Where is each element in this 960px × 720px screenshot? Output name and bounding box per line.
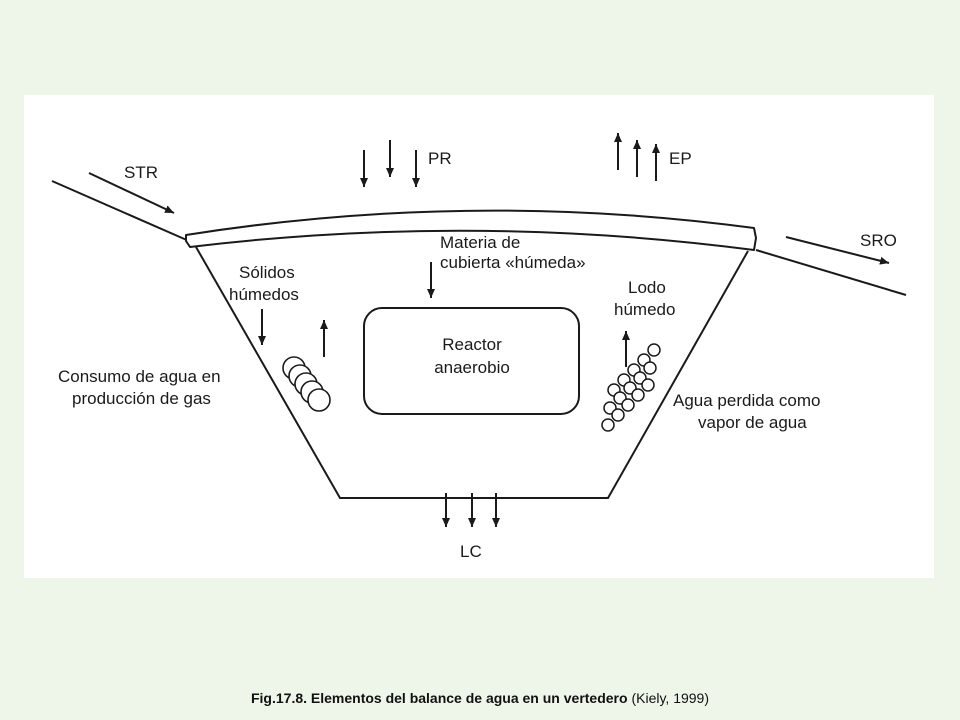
- str-arrow: [88, 172, 175, 214]
- reactor-label-line1: Reactor: [442, 335, 502, 354]
- ep-label: EP: [669, 149, 692, 168]
- cover-label-line1: Materia de: [440, 233, 520, 252]
- cover-label-line2: cubierta «húmeda»: [440, 253, 586, 272]
- solids-label-line1: Sólidos: [239, 263, 295, 282]
- lc-label: LC: [460, 542, 482, 561]
- vapor-bubbles: [601, 343, 661, 432]
- vapor-loss-label-line2: vapor de agua: [698, 413, 807, 432]
- gas-consumption-label-line1: Consumo de agua en: [58, 367, 221, 386]
- sludge-label-line2: húmedo: [614, 300, 675, 319]
- figure-panel: STR PR EP SRO LC Materia de cubierta «hú…: [24, 95, 934, 578]
- ground-right-slope: [755, 249, 907, 296]
- landfill-body: [195, 246, 749, 499]
- gas-consumption-label-line2: producción de gas: [72, 389, 211, 408]
- ground-left-slope: [51, 180, 190, 242]
- reactor-label-line2: anaerobio: [434, 358, 510, 377]
- caption-reference: (Kiely, 1999): [627, 690, 710, 706]
- sro-label: SRO: [860, 231, 897, 250]
- pr-label: PR: [428, 149, 452, 168]
- sludge-label-line1: Lodo: [628, 278, 666, 297]
- cover-layer: [185, 209, 757, 251]
- gas-bubbles: [282, 356, 331, 412]
- water-balance-diagram: STR PR EP SRO LC Materia de cubierta «hú…: [51, 133, 907, 561]
- sro-arrow: [785, 236, 890, 265]
- solids-label-line2: húmedos: [229, 285, 299, 304]
- vapor-loss-label-line1: Agua perdida como: [673, 391, 820, 410]
- reactor-box: [363, 307, 580, 415]
- caption-title: Fig.17.8. Elementos del balance de agua …: [250, 690, 628, 706]
- str-label: STR: [124, 163, 158, 182]
- figure-caption: Fig.17.8. Elementos del balance de agua …: [0, 690, 960, 706]
